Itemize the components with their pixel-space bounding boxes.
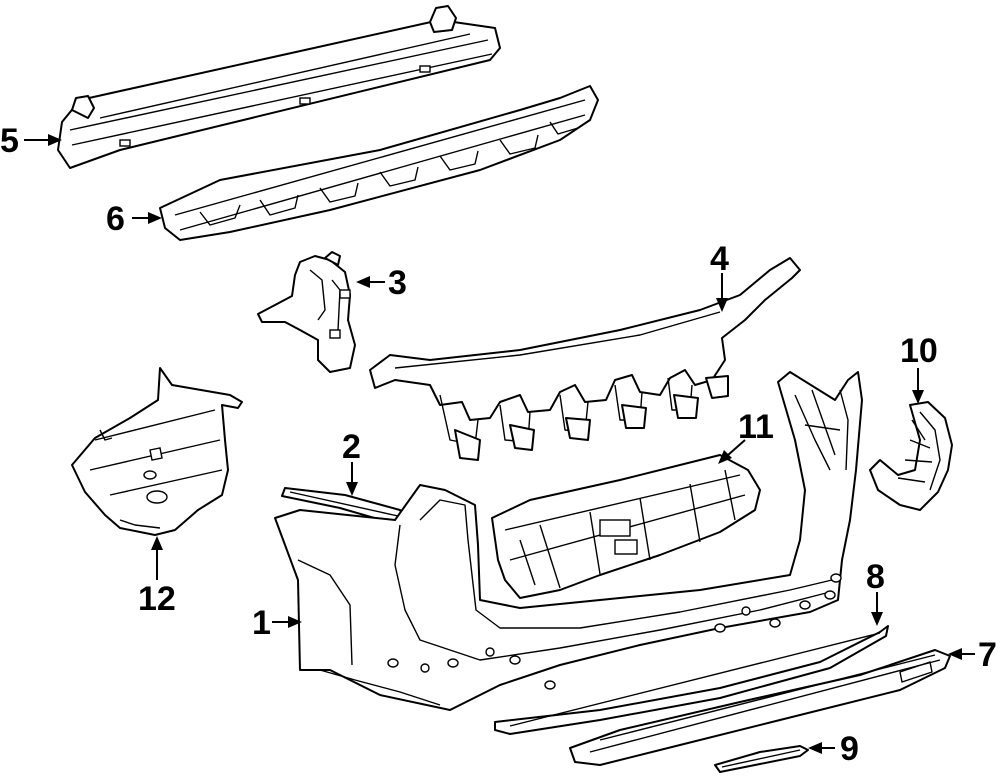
part-10-side-bracket xyxy=(869,401,953,511)
callout-10: 10 xyxy=(900,332,938,370)
callout-12: 12 xyxy=(138,580,176,618)
part-1-bumper-cover xyxy=(274,371,863,711)
part-9-trim-piece xyxy=(714,745,809,773)
part-12-splash-shield xyxy=(71,367,243,536)
part-3-bracket xyxy=(257,251,356,373)
part-5-reinforcement-bar xyxy=(57,5,501,169)
part-11-lower-support xyxy=(491,454,761,599)
leader-lines xyxy=(24,134,975,754)
callout-4: 4 xyxy=(710,240,729,278)
callout-9: 9 xyxy=(840,730,859,768)
callout-1: 1 xyxy=(252,604,271,642)
callout-6: 6 xyxy=(106,200,125,238)
part-4-support-bracket xyxy=(369,257,801,461)
part-6-energy-absorber xyxy=(159,85,599,241)
callout-2: 2 xyxy=(342,428,361,466)
callout-7: 7 xyxy=(978,636,997,674)
part-7-diffuser xyxy=(569,649,951,766)
part-8-trim-strip xyxy=(494,625,889,735)
callout-8: 8 xyxy=(866,558,885,596)
callout-11: 11 xyxy=(738,408,774,446)
callout-labels: 5 6 3 4 10 11 2 12 1 8 7 9 xyxy=(0,122,997,768)
callout-3: 3 xyxy=(388,264,407,302)
callout-5: 5 xyxy=(0,122,19,160)
